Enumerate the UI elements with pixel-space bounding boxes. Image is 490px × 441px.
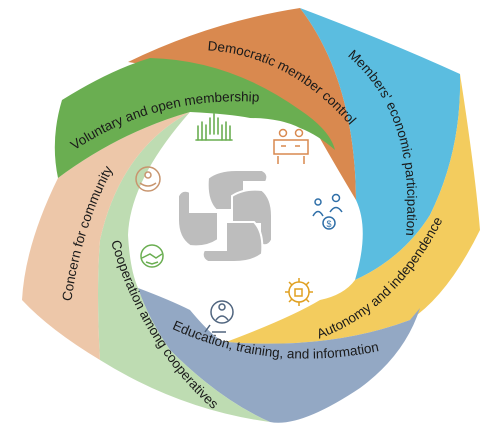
caring-hands-icon bbox=[135, 166, 161, 192]
voting-table-icon bbox=[273, 128, 309, 164]
band-economic bbox=[300, 8, 461, 280]
band-community bbox=[22, 112, 190, 360]
band-education bbox=[138, 288, 420, 423]
interlocking-hands-icon bbox=[177, 169, 273, 263]
raised-hands-icon bbox=[195, 113, 233, 141]
gear-hand-icon bbox=[285, 278, 313, 306]
svg-text:$: $ bbox=[326, 219, 331, 229]
band-democratic bbox=[128, 8, 356, 200]
band-voluntary bbox=[54, 58, 336, 178]
band-cooperation bbox=[98, 112, 270, 422]
learning-person-icon bbox=[204, 300, 234, 333]
handshake-gear-icon bbox=[140, 244, 164, 268]
band-autonomy bbox=[226, 74, 480, 344]
money-people-icon: $ bbox=[312, 193, 343, 230]
